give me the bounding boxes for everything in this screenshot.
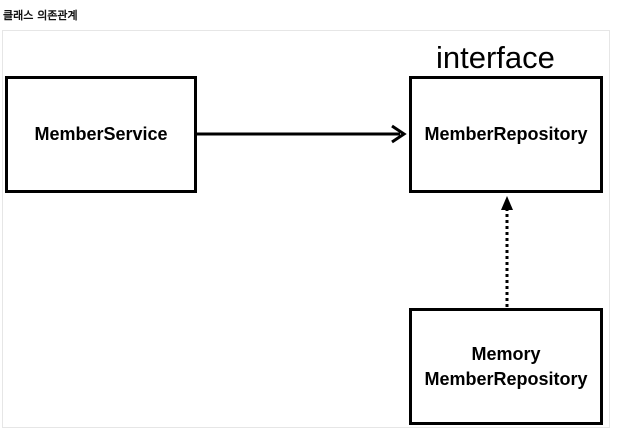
member-service-label: MemberService: [34, 124, 168, 145]
implements-arrow-head: [501, 196, 513, 210]
memory-member-repository-box: Memory MemberRepository: [409, 308, 603, 425]
member-repository-label: MemberRepository: [424, 124, 588, 145]
interface-stereotype-label: interface: [436, 40, 555, 75]
member-service-box: MemberService: [5, 76, 197, 193]
diagram-canvas: [2, 30, 610, 428]
member-repository-box: MemberRepository: [409, 76, 603, 193]
diagram-title: 클래스 의존관계: [3, 9, 78, 22]
memory-label-line2: MemberRepository: [424, 368, 588, 389]
dependency-arrow-head: [391, 124, 407, 144]
memory-label-line1: Memory: [471, 344, 541, 365]
